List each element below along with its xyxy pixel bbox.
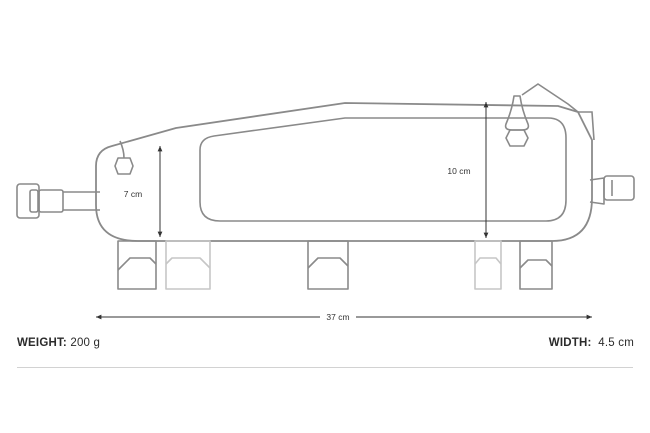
front-strap-buckle [16, 183, 100, 219]
weight-value: 200 g [70, 337, 101, 349]
velcro-strap-3 [307, 240, 349, 290]
front-zipper-pull [114, 140, 134, 175]
divider-line [17, 367, 633, 368]
velcro-strap-4-faded [474, 240, 502, 290]
rear-height-label: 10 cm [447, 166, 470, 176]
bag-rear-flap [578, 111, 595, 141]
weight-spec: WEIGHT: 200 g [17, 337, 100, 349]
width-value: 4.5 cm [598, 337, 634, 349]
velcro-strap-1 [117, 240, 157, 290]
width-spec: WIDTH: 4.5 cm [549, 337, 634, 349]
front-height-label: 7 cm [124, 189, 142, 199]
rear-strap [589, 175, 635, 205]
length-label: 37 cm [326, 312, 349, 322]
width-label: WIDTH: [548, 337, 592, 349]
velcro-strap-5 [519, 240, 553, 290]
bag-window-panel [199, 117, 567, 222]
bag-top-flap [521, 83, 579, 113]
velcro-strap-2-faded [165, 240, 211, 290]
weight-label: WEIGHT: [17, 337, 67, 349]
rear-zipper-pull [504, 95, 530, 147]
